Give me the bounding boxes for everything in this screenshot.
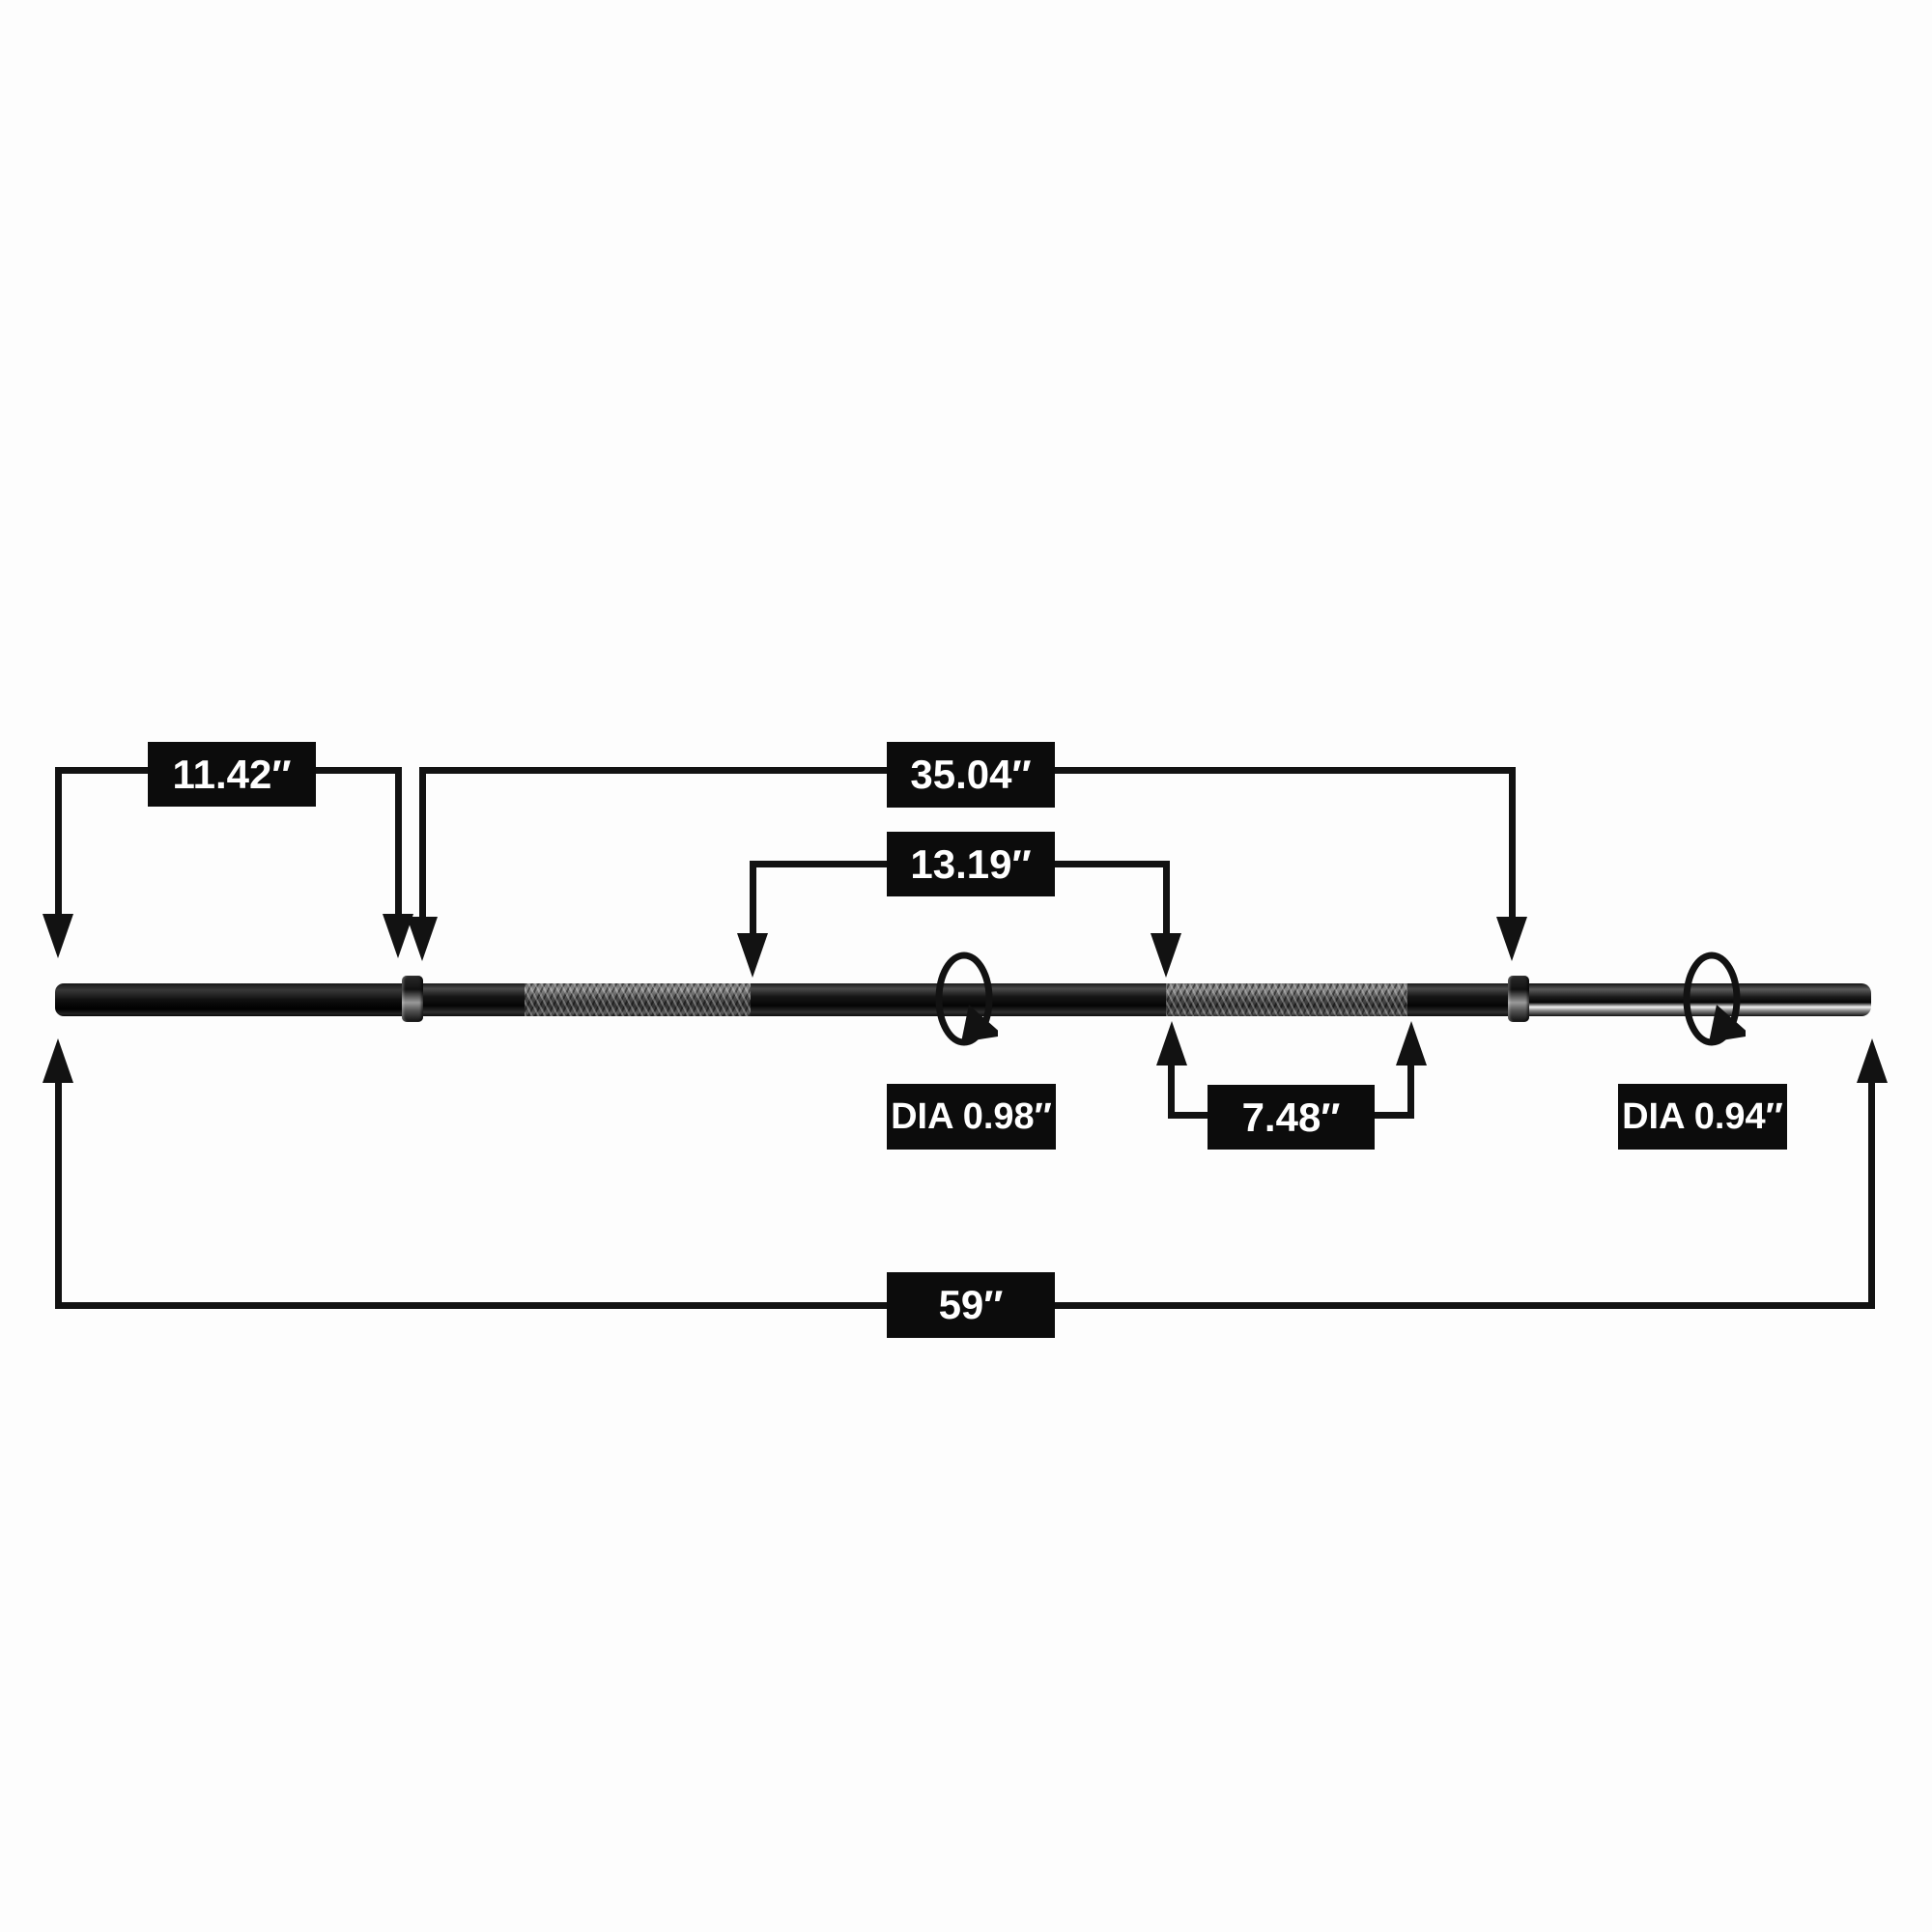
arrowhead-up-icon (1857, 1038, 1888, 1083)
dim-label-inner-shaft: 35.04″ (887, 742, 1055, 808)
arrowhead-up-icon (1396, 1021, 1427, 1065)
bar-shaft-right (1407, 983, 1510, 1016)
dim-label-dia-shaft: DIA 0.98″ (887, 1084, 1056, 1150)
rotation-arrow-icon (1683, 952, 1746, 1046)
dim-line (55, 767, 62, 914)
dim-line (55, 1083, 62, 1309)
dim-line (1168, 1065, 1175, 1119)
dim-line (419, 767, 426, 917)
dim-label-center-smooth: 13.19″ (887, 832, 1055, 896)
arrowhead-down-icon (407, 917, 438, 961)
arrowhead-up-icon (43, 1038, 73, 1083)
dim-label-left-end: 11.42″ (148, 742, 316, 807)
arrowhead-down-icon (1151, 933, 1181, 978)
bar-knurl-right (1166, 983, 1407, 1016)
bar-shaft-left (423, 983, 525, 1016)
bar-collar-left (402, 976, 423, 1022)
dim-line (750, 861, 756, 933)
dim-line (1375, 1112, 1411, 1119)
dim-line (1055, 1302, 1872, 1309)
arrowhead-down-icon (43, 914, 73, 958)
dim-line (1407, 1065, 1414, 1119)
rotation-arrow-icon (935, 952, 998, 1046)
dim-label-right-grip: 7.48″ (1208, 1085, 1375, 1150)
bar-knurl-left (525, 983, 751, 1016)
dim-line (58, 1302, 887, 1309)
bar-left-sleeve (55, 983, 404, 1016)
dim-label-dia-sleeve: DIA 0.94″ (1618, 1084, 1787, 1150)
bar-center-grip (751, 983, 1166, 1016)
dim-line (1509, 767, 1516, 917)
arrowhead-up-icon (1156, 1021, 1187, 1065)
dim-line (395, 767, 402, 914)
dim-line (1163, 861, 1170, 933)
dim-line (1172, 1112, 1208, 1119)
dim-label-overall: 59″ (887, 1272, 1055, 1338)
dim-line (1868, 1083, 1875, 1309)
arrowhead-down-icon (737, 933, 768, 978)
bar-right-sleeve (1529, 983, 1871, 1016)
bar-collar-right (1508, 976, 1529, 1022)
arrowhead-down-icon (1496, 917, 1527, 961)
